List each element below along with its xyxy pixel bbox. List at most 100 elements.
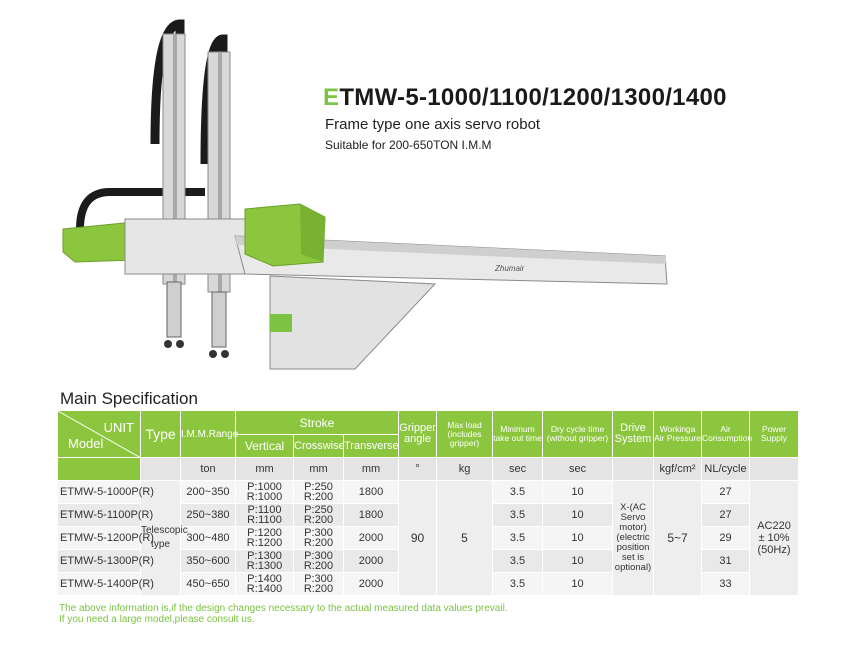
working-air-cell: 5~7 (653, 480, 703, 596)
unit-min-takeout: sec (492, 457, 544, 481)
type-header: Type (140, 410, 181, 458)
air-consumption-cell: 27 (701, 503, 751, 527)
power-supply-cell: AC220 ± 10% (50Hz) (749, 480, 800, 596)
dry-cycle-subtitle: (without gripper) (546, 433, 609, 443)
vertical-r: R:1100 (247, 514, 282, 526)
min-takeout-cell: 3.5 (492, 503, 544, 527)
model-cell: ETMW-5-1300P(R) (57, 549, 154, 573)
dry-cycle-cell: 10 (542, 503, 614, 527)
crosswise-p: P:300 (304, 550, 333, 562)
type-line-2: type (151, 539, 170, 550)
units-power-blank (749, 457, 800, 481)
min-takeout-cell: 3.5 (492, 572, 544, 596)
vertical-p: P:1300 (247, 550, 282, 562)
units-model-blank (57, 457, 141, 481)
crosswise-r: R:200 (303, 560, 334, 572)
range-cell: 450~650 (180, 572, 236, 596)
range-cell: 200~350 (180, 480, 236, 504)
drive-line: Servo (620, 512, 646, 523)
crosswise-p: P:300 (304, 527, 333, 539)
units-drive-blank (612, 457, 655, 481)
model-cell: ETMW-5-1100P(R) (57, 503, 153, 527)
unit-imm-range: ton (180, 457, 236, 481)
crosswise-header: Crosswise (293, 434, 345, 458)
transverse-cell: 1800 (342, 480, 400, 504)
range-cell: 250~380 (180, 503, 236, 527)
air-consumption-cell: 29 (701, 526, 751, 550)
units-type-blank (140, 457, 181, 481)
model-label: Model (68, 436, 104, 451)
power-line: AC220 (757, 520, 791, 532)
air-consumption-cell: 27 (701, 480, 751, 504)
title-accent-letter: E (323, 84, 340, 111)
transverse-cell: 1800 (342, 503, 400, 527)
power-line: ± 10% (758, 532, 790, 544)
unit-dry-cycle: sec (542, 457, 614, 481)
type-line-1: Telescopic (141, 525, 188, 536)
drive-line: (electric (616, 532, 650, 543)
range-cell: 350~600 (180, 549, 236, 573)
gripper-angle-header: Gripper angle (398, 410, 438, 458)
min-takeout-header: Minimum take out time (492, 410, 544, 458)
vertical-r: R:1000 (246, 491, 283, 503)
footnote-design-change: The above information is,if the design c… (59, 603, 508, 614)
air-consumption-header: Air Consumption (701, 410, 752, 458)
brand-mark: Zhumair (494, 264, 525, 273)
stroke-header: Stroke (234, 410, 400, 435)
air-consumption-cell: 33 (701, 572, 751, 596)
dry-cycle-cell: 10 (542, 480, 614, 504)
unit-model-header: UNIT Model (57, 410, 142, 459)
suitability-text: Suitable for 200-650TON I.M.M (325, 138, 492, 152)
robot-illustration: Zhumair (62, 19, 668, 370)
crosswise-r: R:200 (303, 583, 334, 595)
dry-cycle-cell: 10 (542, 549, 614, 573)
transverse-header: Transverse (342, 434, 400, 458)
max-load-title: Max load (447, 419, 482, 430)
vertical-r: R:1300 (246, 560, 283, 572)
working-air-header: Workinga Air Pressure (653, 410, 703, 458)
drive-system-header: Drive System (612, 410, 655, 458)
unit-transverse: mm (342, 457, 400, 481)
max-load-subtitle: (includes gripper) (447, 428, 482, 448)
crosswise-r: R:200 (303, 491, 334, 503)
power-line: (50Hz) (757, 544, 791, 556)
power-supply-header: Power Supply (749, 410, 800, 458)
transverse-cell: 2000 (342, 549, 400, 573)
drive-line: position (616, 542, 650, 553)
drive-line: motor) (619, 522, 647, 533)
crosswise-p: P:300 (304, 573, 333, 585)
type-cell: Telescopic type (140, 480, 188, 596)
unit-max-load: kg (436, 457, 494, 481)
dry-cycle-title: Dry cycle time (550, 424, 605, 434)
min-takeout-cell: 3.5 (492, 480, 544, 504)
vertical-header: Vertical (235, 434, 294, 458)
drive-line: set is (621, 552, 645, 563)
spec-heading: Main Specification (60, 389, 198, 408)
vertical-p: P:1400 (247, 573, 282, 585)
range-cell: 300~480 (180, 526, 236, 550)
transverse-cell: 2000 (342, 526, 400, 550)
gripper-angle-cell: 90 (398, 480, 438, 596)
footnote-large-model: If you need a large model,please consult… (59, 614, 255, 625)
spec-table: UNIT Model Type I.M.M.Range Stroke Gripp… (57, 410, 800, 596)
dry-cycle-cell: 10 (542, 572, 614, 596)
vertical-r: R:1400 (246, 583, 283, 595)
product-subtitle: Frame type one axis servo robot (325, 116, 541, 133)
crosswise-p: P:250 (304, 481, 333, 493)
unit-gripper-angle: ° (398, 457, 438, 481)
vertical-p: P:1100 (247, 504, 282, 516)
